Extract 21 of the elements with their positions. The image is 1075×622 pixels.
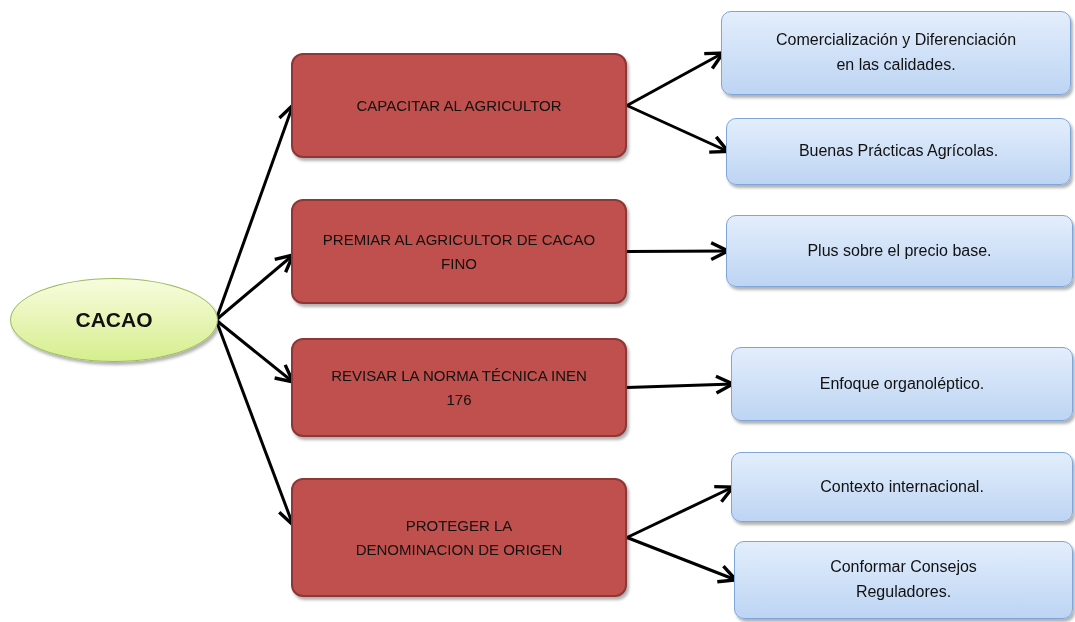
action-box	[291, 338, 627, 437]
action-box	[291, 478, 627, 597]
outcome-box	[734, 541, 1073, 619]
node-label: Enfoque organoléptico.	[819, 374, 985, 392]
outcome-box	[731, 347, 1073, 421]
node-label: PREMIAR AL AGRICULTOR DE CACAO FINO	[322, 230, 596, 272]
outcome-box	[726, 215, 1073, 287]
action-box	[291, 53, 627, 158]
node-label: Buenas Prácticas Agrícolas.	[798, 142, 999, 160]
node-label: Comercialización y Diferenciación en las calidades.	[775, 31, 1017, 73]
node-label: CACAO	[75, 308, 153, 331]
node-label: Conformar Consejos Reguladores.	[830, 558, 977, 600]
action-box	[291, 199, 627, 304]
node-label: REVISAR LA NORMA TÉCNICA INEN 176	[331, 366, 587, 408]
node-label: Plus sobre el precio base.	[807, 241, 992, 259]
node-label: PROTEGER LA DENOMINACION DE ORIGEN	[355, 516, 563, 558]
outcome-box	[726, 118, 1071, 185]
node-label: CAPACITAR AL AGRICULTOR	[356, 96, 562, 114]
outcome-box	[731, 452, 1073, 522]
outcome-box	[721, 11, 1071, 95]
node-label: Contexto internacional.	[820, 477, 984, 495]
